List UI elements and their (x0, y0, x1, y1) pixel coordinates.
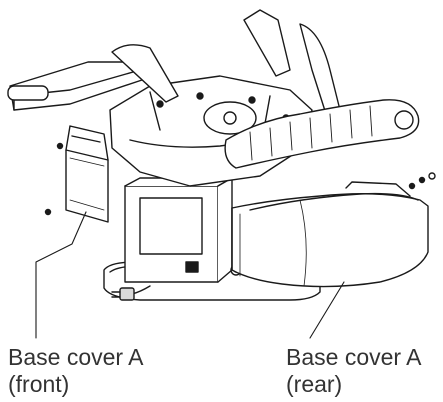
power-cord-icon (111, 285, 151, 301)
leader-line-rear (309, 281, 345, 339)
arm-left (111, 44, 179, 103)
label-base-cover-rear-sub: (rear) (286, 371, 343, 397)
base-cover-front (65, 149, 109, 223)
screw-icon (44, 142, 436, 216)
base-cover-rear (231, 193, 429, 288)
base-column (124, 185, 219, 283)
headrest-cushion (224, 99, 420, 169)
leader-line-front (35, 211, 87, 339)
label-base-cover-front-sub: (front) (8, 371, 70, 397)
label-base-cover-front: Base cover A (8, 344, 144, 370)
arm-right (243, 9, 291, 77)
label-base-cover-rear: Base cover A (286, 344, 422, 370)
